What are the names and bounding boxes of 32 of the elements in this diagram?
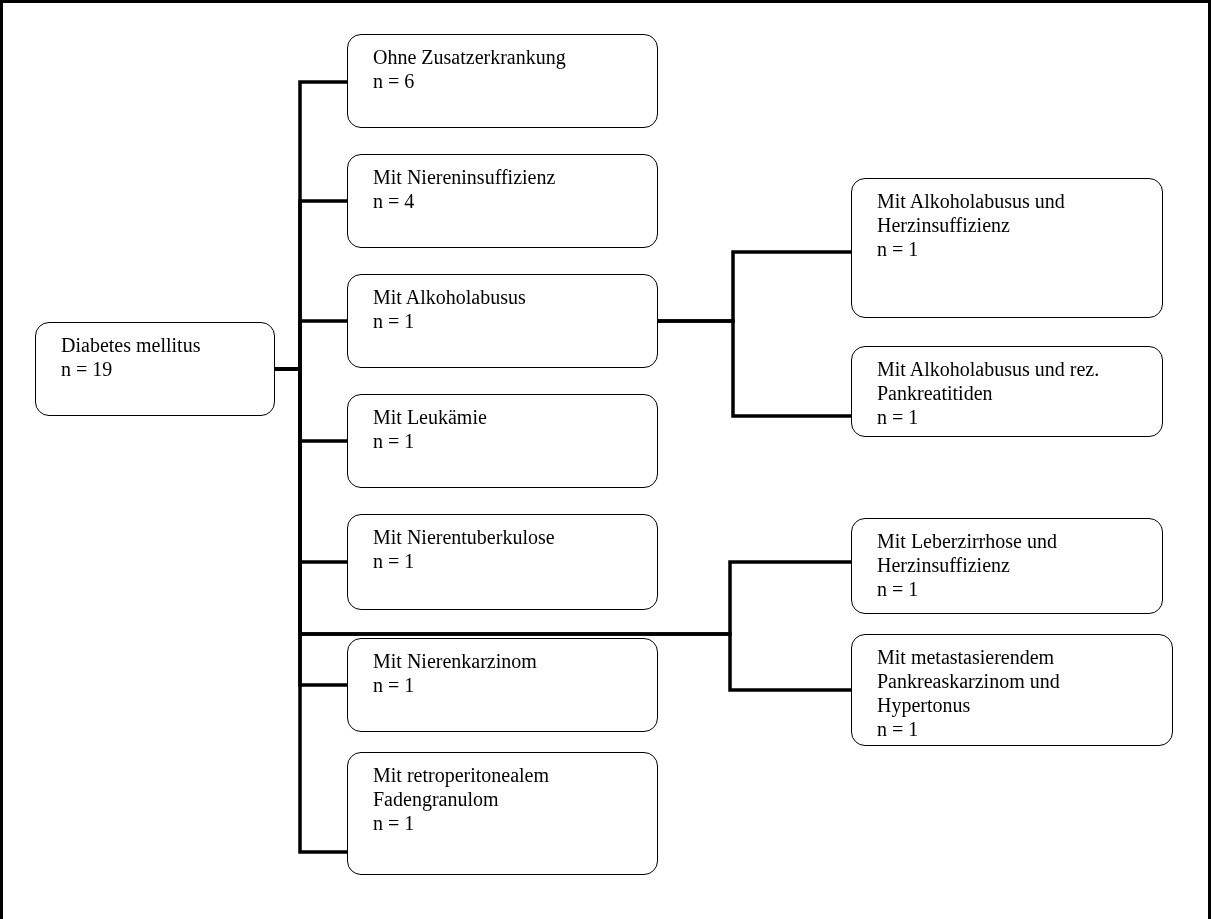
connector-line <box>658 319 851 418</box>
count-label: n = 1 <box>877 577 920 601</box>
category-box <box>35 322 275 416</box>
count-label: n = 1 <box>877 405 920 429</box>
category-box <box>347 274 658 368</box>
count-label: n = 1 <box>373 811 416 835</box>
count-label: n = 1 <box>877 717 920 741</box>
category-box <box>347 752 658 875</box>
category-box <box>347 154 658 248</box>
count-label: n = 1 <box>373 673 416 697</box>
category-box <box>851 634 1173 746</box>
category-label: Mit Niereninsuffizienz <box>373 165 557 189</box>
category-box <box>347 514 658 610</box>
category-label: Mit Leukämie <box>373 405 488 429</box>
count-label: n = 1 <box>373 309 416 333</box>
count-label: n = 19 <box>61 357 114 381</box>
count-label: n = 1 <box>877 237 920 261</box>
category-label: Mit Nierentuberkulose <box>373 525 556 549</box>
category-box <box>347 638 658 732</box>
category-label: Mit Nierenkarzinom <box>373 649 538 673</box>
category-label: Diabetes mellitus <box>61 333 202 357</box>
count-label: n = 4 <box>373 189 416 213</box>
category-box <box>851 518 1163 614</box>
count-label: n = 6 <box>373 69 416 93</box>
count-label: n = 1 <box>373 549 416 573</box>
category-box <box>347 394 658 488</box>
category-label: Mit Alkoholabusus <box>373 285 527 309</box>
count-label: n = 1 <box>373 429 416 453</box>
category-box <box>347 34 658 128</box>
category-box <box>851 178 1163 318</box>
category-box <box>851 346 1163 437</box>
category-label: Ohne Zusatzerkrankung <box>373 45 567 69</box>
